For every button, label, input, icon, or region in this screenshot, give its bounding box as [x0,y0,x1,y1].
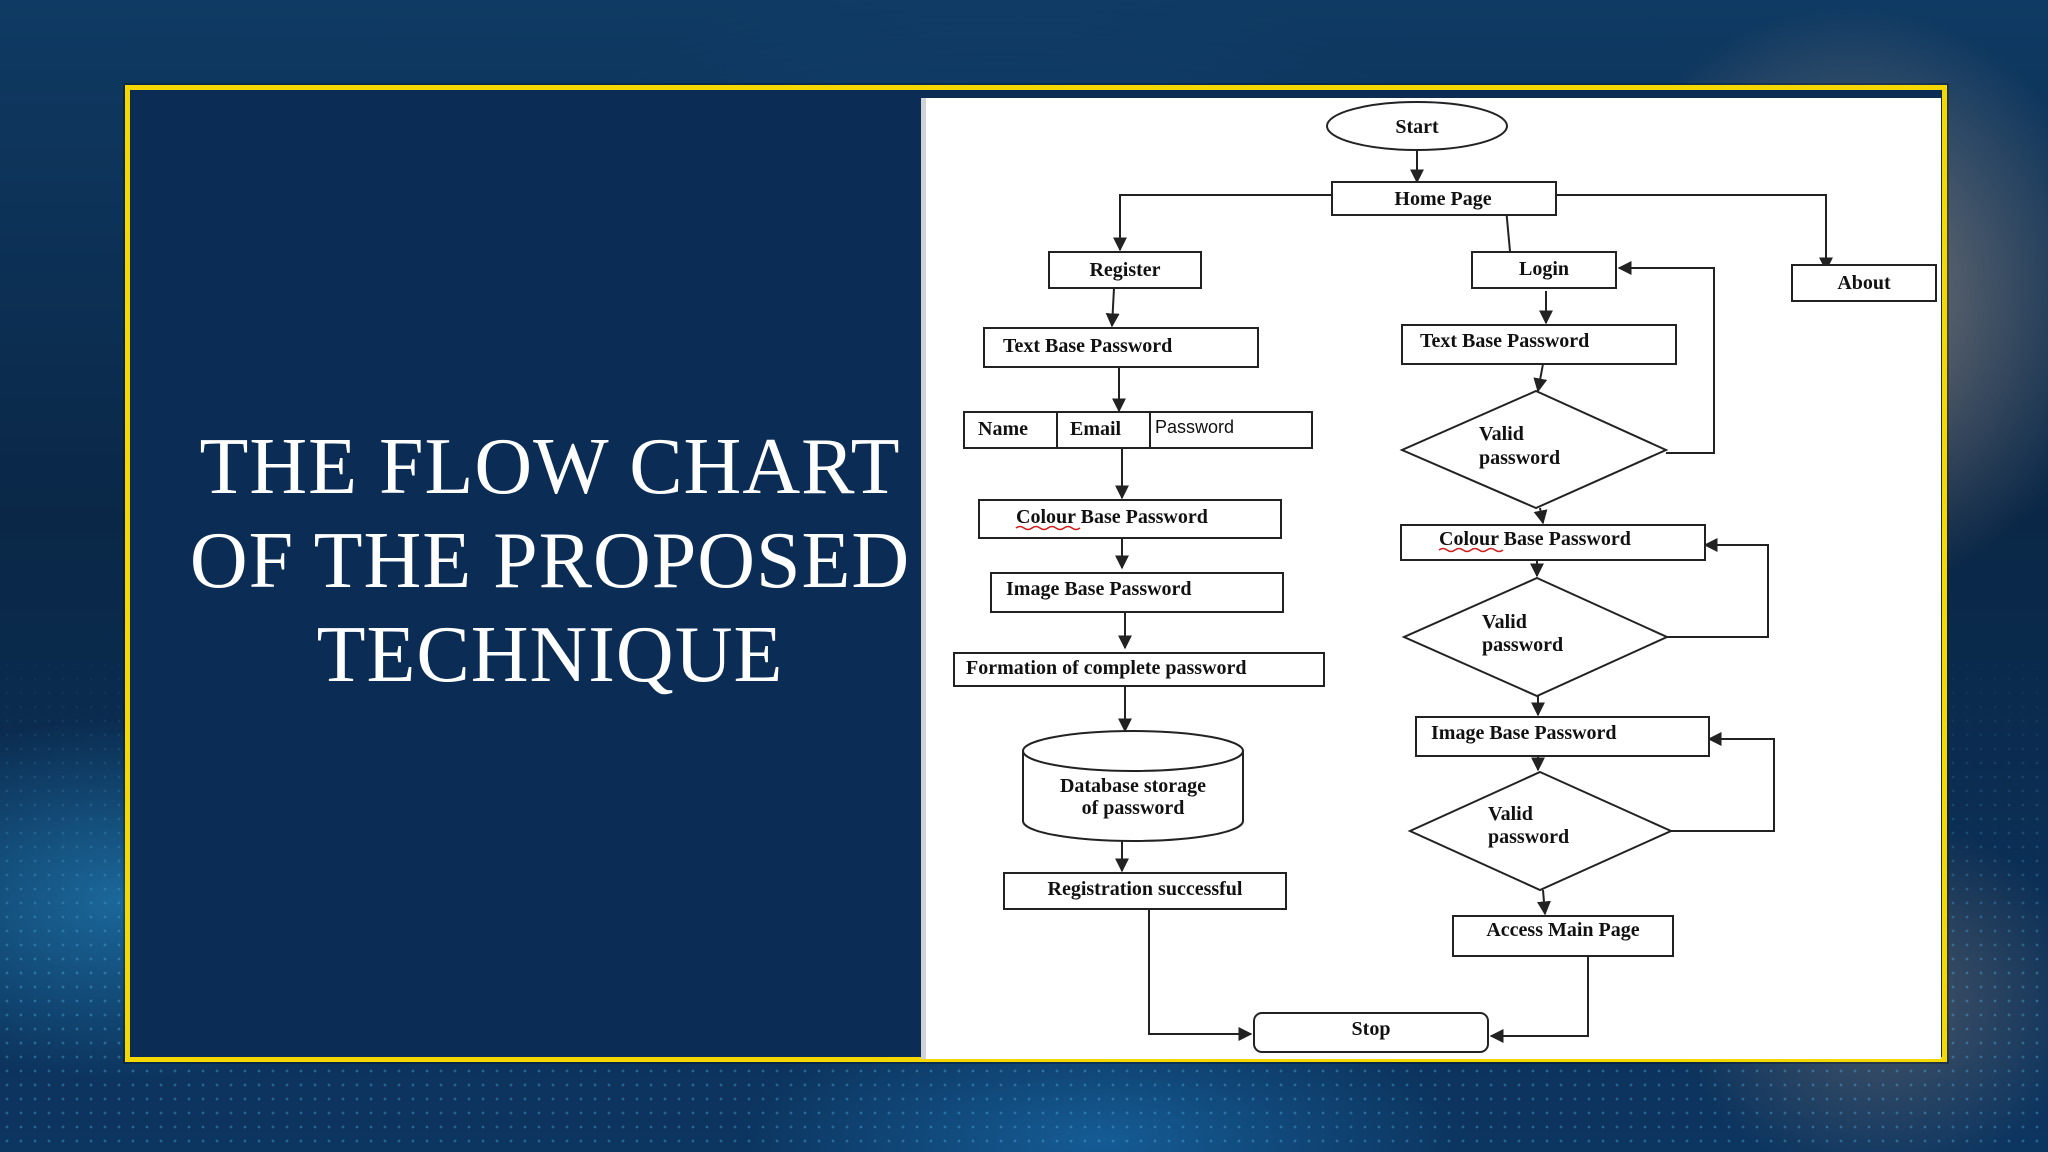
arrow-valid1-colour [1533,507,1548,525]
node-left-database: Database storage of password [1022,730,1244,842]
node-left-formation-label: Formation of complete password [966,657,1247,679]
node-left-password-label: Password [1155,417,1234,437]
node-register-label: Register [1089,259,1160,281]
node-stop: Stop [1253,1012,1489,1053]
spellcheck-underline [1015,525,1081,531]
node-right-valid-password-3: Valid password [1407,770,1674,892]
arrow-valid3-image-loop [1671,732,1775,832]
arrow-access-stop [1489,956,1589,1043]
node-right-valid-password-2: Valid password [1401,576,1670,698]
node-right-colour-base-password: Colour Base Password [1400,524,1706,561]
node-home-page-label: Home Page [1394,188,1491,210]
node-left-registration-successful-label: Registration successful [1048,878,1243,900]
arrow-register-text [1105,287,1120,328]
connectors [1105,151,1833,1043]
flowchart-panel: Start Home Page Register Login About Tex… [921,98,1941,1059]
node-about-label: About [1837,272,1891,294]
node-start: Start [1326,101,1508,151]
node-left-email-label: Email [1070,418,1122,440]
title-line-3: TECHNIQUE [316,611,784,699]
node-stop-label: Stop [1352,1018,1391,1040]
arrow-home-about [1556,194,1833,272]
node-left-image-base-password-label: Image Base Password [1006,578,1192,600]
node-left-user-fields: Name Email Password [963,411,1313,449]
arrow-home-register [1113,194,1332,252]
node-left-text-base-password-label: Text Base Password [1003,335,1172,357]
node-left-formation: Formation of complete password [953,652,1325,687]
node-left-registration-successful: Registration successful [1003,872,1287,910]
node-home-page: Home Page [1331,181,1557,216]
node-right-valid-password-1: Valid password [1399,389,1669,510]
node-right-text-base-password: Text Base Password [1401,324,1677,365]
node-login: Login [1471,251,1617,289]
node-right-image-base-password-label: Image Base Password [1431,722,1617,744]
node-left-image-base-password: Image Base Password [990,572,1284,613]
title-line-2: OF THE PROPOSED [189,517,911,605]
node-right-access-main-page-label: Access Main Page [1486,919,1639,941]
slide-title: THE FLOW CHART OF THE PROPOSED TECHNIQUE [160,420,940,702]
node-right-valid1-label-2: password [1479,447,1560,469]
node-right-valid1-label-1: Valid [1479,423,1524,445]
node-right-valid2-label-1: Valid [1482,611,1527,633]
arrow-registration-stop [1148,910,1253,1041]
node-right-access-main-page: Access Main Page [1452,915,1674,957]
node-login-label: Login [1519,258,1569,280]
arrow-valid1-login-loop [1617,261,1715,454]
node-left-database-label-1: Database storage [1060,775,1206,797]
node-right-valid3-label-2: password [1488,826,1569,848]
node-about: About [1791,264,1937,302]
arrow-valid3-access [1536,889,1551,916]
flowchart-diagram: Start Home Page Register Login About Tex… [953,101,1937,1053]
spellcheck-underline [1438,547,1504,553]
node-right-image-base-password: Image Base Password [1415,716,1710,757]
node-right-valid2-label-2: password [1482,634,1563,656]
arrow-valid2-colour-loop [1667,538,1769,638]
node-register: Register [1048,251,1202,289]
node-left-colour-base-password: Colour Base Password [978,499,1282,539]
node-left-name-label: Name [978,418,1028,440]
node-right-text-base-password-label: Text Base Password [1420,330,1589,352]
node-start-label: Start [1395,116,1439,138]
node-left-text-base-password: Text Base Password [983,327,1259,368]
node-left-database-label-2: of password [1082,797,1185,819]
arrow-text-valid1 [1533,363,1548,393]
title-line-1: THE FLOW CHART [199,423,901,511]
node-right-valid3-label-1: Valid [1488,803,1533,825]
node-left-colour-base-password-label: Colour Base Password [1016,506,1208,528]
node-right-colour-base-password-label: Colour Base Password [1439,528,1631,550]
